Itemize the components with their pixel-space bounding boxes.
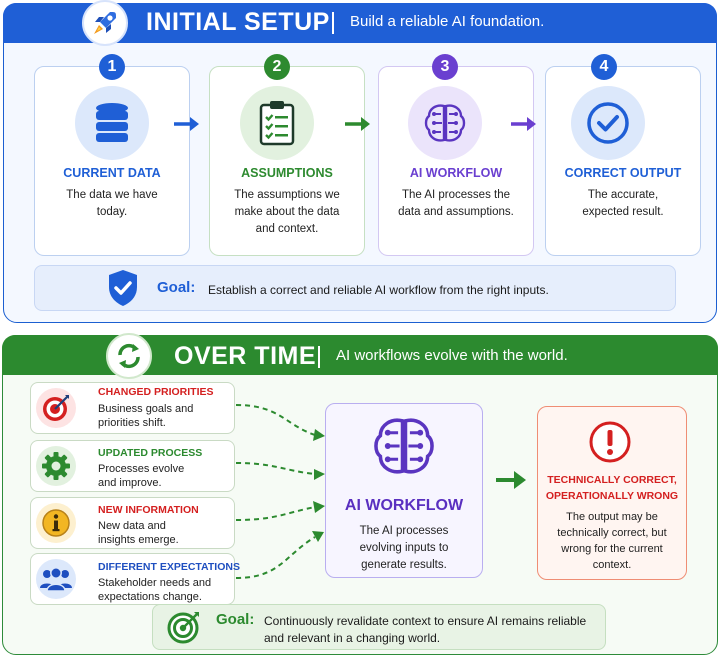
factor-description: Stakeholder needs and expectations chang… <box>98 577 212 603</box>
step-description: The assumptions we make about the data a… <box>234 189 340 235</box>
arrow-right-icon <box>172 114 202 139</box>
goal-label: Goal: <box>216 611 255 628</box>
arrow-right-icon <box>509 114 539 139</box>
step-number-badge: 2 <box>264 54 290 80</box>
factor-title: NEW INFORMATION <box>98 504 199 516</box>
goal-bar-setup <box>34 265 676 311</box>
arrow-right-icon <box>494 468 528 497</box>
initial-setup-subtitle: Build a reliable AI foundation. <box>350 13 545 30</box>
target-arrow-icon <box>36 388 76 428</box>
goal-label: Goal: <box>157 279 196 296</box>
step-description: The data we have today. <box>66 189 158 218</box>
output-description: The output may be technically correct, b… <box>557 511 667 571</box>
gear-icon <box>36 446 76 486</box>
header-divider <box>318 346 320 368</box>
factor-description: Business goals and priorities shift. <box>98 403 194 429</box>
over-time-title: OVER TIME <box>174 342 317 370</box>
goal-text: Continuously revalidate context to ensur… <box>264 614 587 645</box>
output-title: TECHNICALLY CORRECT, OPERATIONALLY WRONG <box>545 474 679 502</box>
brain-circuit-icon <box>408 86 482 160</box>
initial-setup-title: INITIAL SETUP <box>146 8 330 36</box>
step-description: The AI processes the data and assumption… <box>398 189 514 218</box>
over-time-subtitle: AI workflows evolve with the world. <box>336 347 568 364</box>
step-title: ASSUMPTIONS <box>241 166 333 180</box>
factor-description: Processes evolve and improve. <box>98 463 185 489</box>
factor-title: CHANGED PRIORITIES <box>98 386 214 398</box>
goal-text: Establish a correct and reliable AI work… <box>208 283 549 297</box>
people-group-icon <box>36 559 76 599</box>
refresh-cycle-icon <box>106 333 152 379</box>
clipboard-checklist-icon <box>240 86 314 160</box>
checkmark-circle-icon <box>571 86 645 160</box>
rocket-icon <box>82 0 128 46</box>
brain-circuit-icon <box>369 415 439 482</box>
goal-bar-over-time <box>152 604 606 650</box>
step-title: CURRENT DATA <box>63 166 161 180</box>
step-number-badge: 4 <box>591 54 617 80</box>
factor-description: New data and insights emerge. <box>98 520 179 546</box>
arrow-right-icon <box>343 114 373 139</box>
database-icon <box>75 86 149 160</box>
info-icon <box>36 503 76 543</box>
ai-workflow-description: The AI processes evolving inputs to gene… <box>359 525 449 571</box>
step-number-badge: 3 <box>432 54 458 80</box>
header-divider <box>332 12 334 34</box>
dashed-connector-arrows <box>235 404 325 579</box>
factor-title: DIFFERENT EXPECTATIONS <box>98 561 240 573</box>
step-title: AI WORKFLOW <box>409 166 503 180</box>
ai-workflow-title: AI WORKFLOW <box>344 497 464 514</box>
shield-check-icon <box>106 268 140 313</box>
warning-exclamation-icon <box>588 420 632 469</box>
step-title: CORRECT OUTPUT <box>564 166 682 180</box>
step-description: The accurate, expected result. <box>582 189 664 218</box>
step-number-badge: 1 <box>99 54 125 80</box>
factor-title: UPDATED PROCESS <box>98 447 203 459</box>
target-arrow-icon <box>166 609 202 650</box>
